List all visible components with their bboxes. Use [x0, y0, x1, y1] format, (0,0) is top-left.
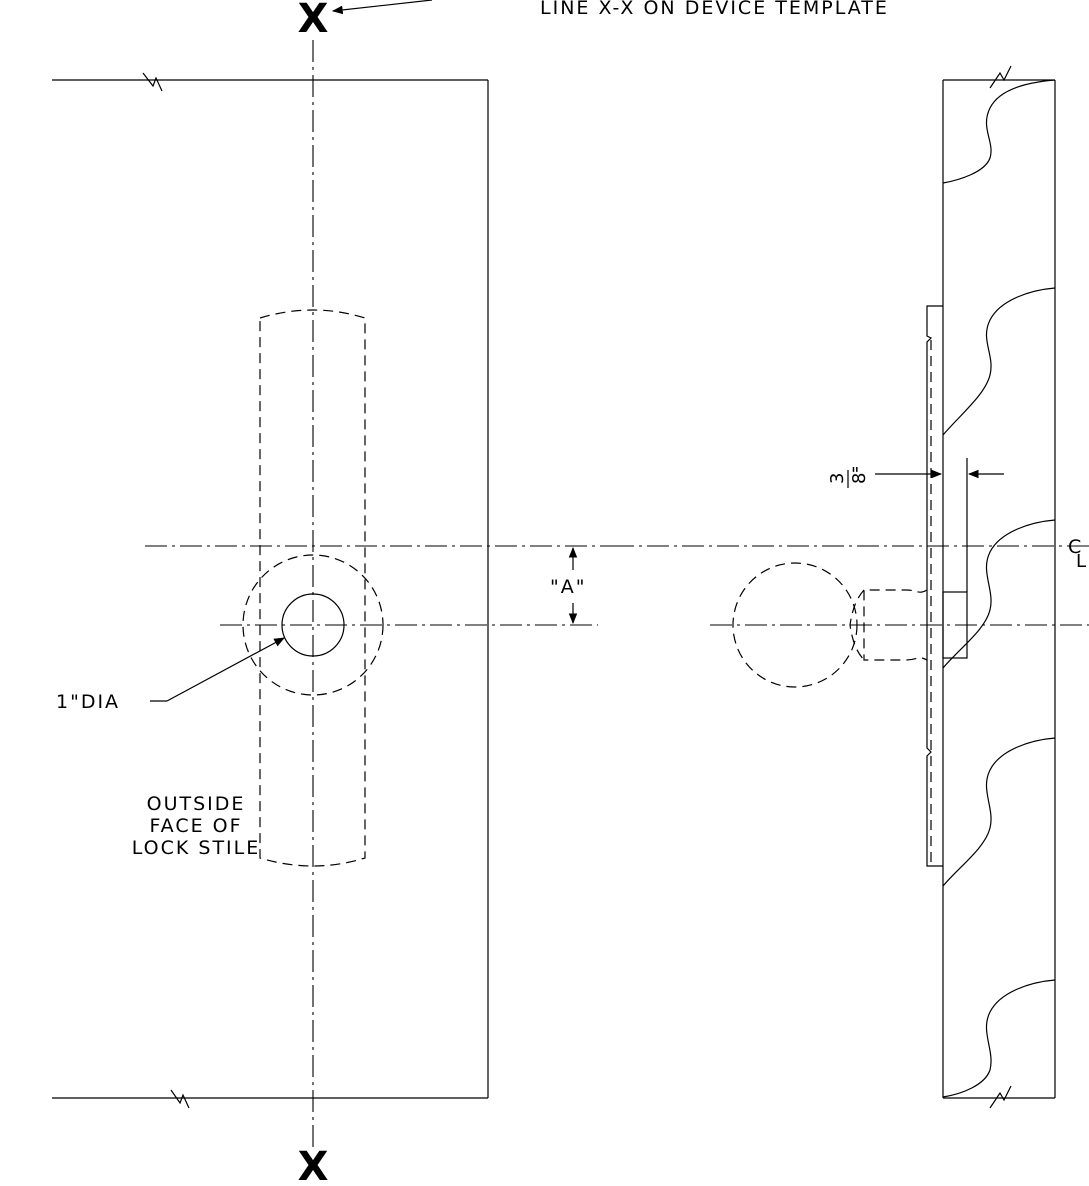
dim-a-label: "A"	[550, 576, 586, 598]
diameter-label: 1"DIA	[56, 691, 120, 713]
front-view: 1"DIA "A" OUTSIDE FACE OF LOCK STILE X X…	[52, 0, 889, 1186]
stile-label-line2: FACE OF	[149, 815, 242, 837]
side-break-mark-bottom	[989, 1085, 1012, 1109]
fraction-unit: "	[851, 464, 859, 485]
fraction-3-8: 3 8	[827, 470, 870, 488]
section-marker-top: X	[298, 0, 329, 42]
dia-leader-line	[166, 637, 285, 702]
fraction-denominator: 8	[849, 473, 870, 484]
escutcheon-plate	[926, 305, 943, 867]
stile-label-line3: LOCK STILE	[132, 837, 261, 859]
side-break-mark-top	[989, 65, 1012, 89]
note-leader-line	[331, 0, 433, 15]
rose-outline-circle	[242, 554, 384, 696]
profile-curve-5	[942, 979, 1056, 1098]
stile-label-line1: OUTSIDE	[147, 793, 246, 815]
centerline-symbol-sub: L	[1076, 551, 1086, 572]
fraction-numerator: 3	[827, 473, 848, 484]
centerline-symbol: C	[1068, 536, 1083, 558]
break-mark-top	[142, 72, 163, 92]
profile-curve-3	[942, 519, 1056, 669]
template-note: LINE X-X ON DEVICE TEMPLATE	[540, 0, 889, 19]
side-view: 3 8 " C L	[612, 65, 1089, 1109]
profile-curve-2	[942, 287, 1056, 436]
hidden-slot-outline	[259, 309, 366, 867]
section-marker-bottom: X	[298, 1144, 329, 1186]
profile-curve-1	[942, 79, 1056, 184]
one-inch-hole	[281, 593, 345, 657]
profile-curve-4	[942, 737, 1056, 887]
break-mark-bottom	[170, 1089, 190, 1109]
